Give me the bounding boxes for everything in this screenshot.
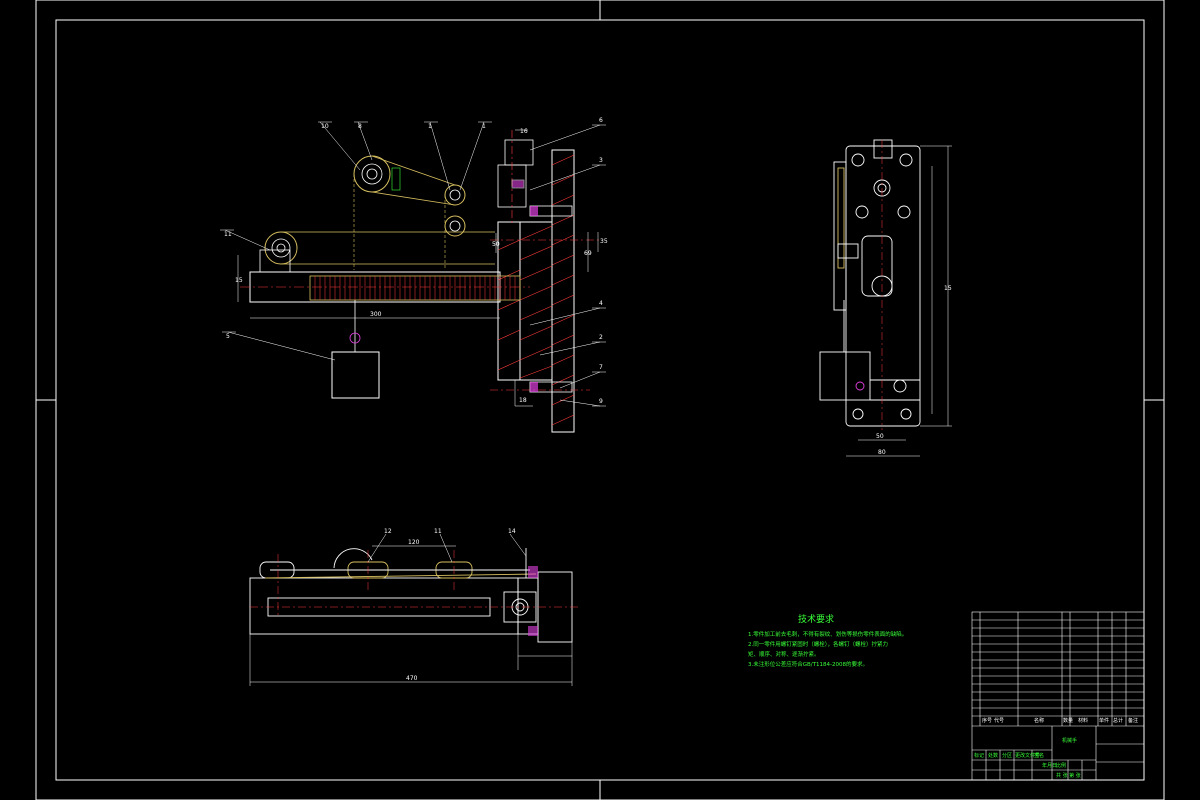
dim-label: 18 <box>519 397 527 404</box>
front-dims <box>237 129 599 407</box>
bolt-bottom <box>529 381 573 393</box>
tech-notes-title: 技术要求 <box>798 613 834 625</box>
balloon-label: 5 <box>226 333 230 340</box>
header-cell: 总计 <box>1113 717 1123 724</box>
footer-cell: 签名 <box>1034 752 1044 759</box>
top-view <box>249 548 573 643</box>
drawing-title: 机械手 <box>1062 737 1077 744</box>
balloon-label: 11 <box>434 528 442 535</box>
tech-note-item: 1.零件加工前去毛刺，不得有裂纹、划伤等损伤零件表面的缺陷。 <box>748 630 907 638</box>
balloon-label: 14 <box>508 528 516 535</box>
belt-drive <box>259 155 495 273</box>
balloon-label: 7 <box>599 364 603 371</box>
header-cell: 材料 <box>1078 717 1088 724</box>
footer-cell: 更改文件号 <box>1015 752 1040 759</box>
footer-cell: 处数 <box>988 752 998 759</box>
side-dim-labels: 80 50 15 <box>876 285 952 456</box>
balloon-label: 10 <box>321 123 329 130</box>
balloon-label: 6 <box>599 117 603 124</box>
top-centerlines <box>250 550 580 618</box>
slider-block <box>490 221 600 391</box>
dim-label: 69 <box>584 250 592 257</box>
sheet-label: 共 张 第 张 <box>1056 772 1081 779</box>
horizontal-arm <box>240 271 530 303</box>
balloon-label: 12 <box>384 528 392 535</box>
balloon-label: 11 <box>224 231 232 238</box>
side-view <box>819 139 921 430</box>
tech-note-item: 矩、顺序、对称、逐渐拧紧。 <box>748 650 820 658</box>
tech-notes: 技术要求 1.零件加工前去毛刺，不得有裂纹、划伤等损伤零件表面的缺陷。 2.同一… <box>748 613 907 668</box>
header-cell: 备注 <box>1128 717 1138 724</box>
dim-label: 50 <box>876 433 884 440</box>
balloon-label: 4 <box>599 300 603 307</box>
side-dims <box>846 145 952 457</box>
dim-label: 15 <box>235 277 243 284</box>
front-leaders <box>220 121 606 407</box>
header-cell: 单件 <box>1099 717 1109 724</box>
hanging-load <box>331 300 380 399</box>
front-dim-labels: 16 69 15 35 300 50 18 <box>235 128 608 404</box>
balloon-label: 3 <box>599 157 603 164</box>
dim-label: 35 <box>600 238 608 245</box>
dim-label: 16 <box>520 128 528 135</box>
top-labels: 12 11 14 120 470 <box>384 528 516 682</box>
footer-cell: 年月日 <box>1042 762 1057 769</box>
sheet-border <box>35 0 1165 800</box>
tech-note-item: 3.未注形位公差应符合GB/T1184-2008的要求。 <box>748 660 868 668</box>
dim-label: 50 <box>492 241 500 248</box>
header-cell: 数量 <box>1063 717 1073 724</box>
dim-label: 300 <box>370 311 382 318</box>
top-cylinder <box>497 130 534 225</box>
front-balloon-labels: 10 8 1 1 6 3 11 5 4 2 7 9 <box>224 117 603 405</box>
front-view: 16 69 15 35 300 50 18 <box>220 117 608 433</box>
top-dims <box>249 533 573 686</box>
bolt-top <box>529 205 573 217</box>
footer-cell: 分区 <box>1002 752 1012 759</box>
balloon-label: 2 <box>599 334 603 341</box>
balloon-label: 1 <box>428 123 432 130</box>
dim-label: 15 <box>944 285 952 292</box>
footer-cell: 标记 <box>974 752 984 759</box>
balloon-label: 9 <box>599 398 603 405</box>
dim-label: 470 <box>406 675 418 682</box>
header-cell: 代号 <box>994 717 1004 724</box>
title-block <box>971 611 1145 781</box>
header-cell: 序号 <box>982 717 992 724</box>
dim-label: 120 <box>408 539 420 546</box>
tech-note-item: 2.同一零件用螺钉紧固时（螺栓），各螺钉（螺栓）拧紧力 <box>748 640 888 648</box>
balloon-label: 8 <box>358 123 362 130</box>
title-block-text: 序号 代号 名称 数量 材料 单件 总计 备注 机械手 标记 处数 分区 更改文… <box>974 717 1138 779</box>
header-cell: 名称 <box>1034 717 1044 724</box>
balloon-label: 1 <box>482 123 486 130</box>
dim-label: 80 <box>878 449 886 456</box>
scale-label: 比例 <box>1056 762 1066 769</box>
